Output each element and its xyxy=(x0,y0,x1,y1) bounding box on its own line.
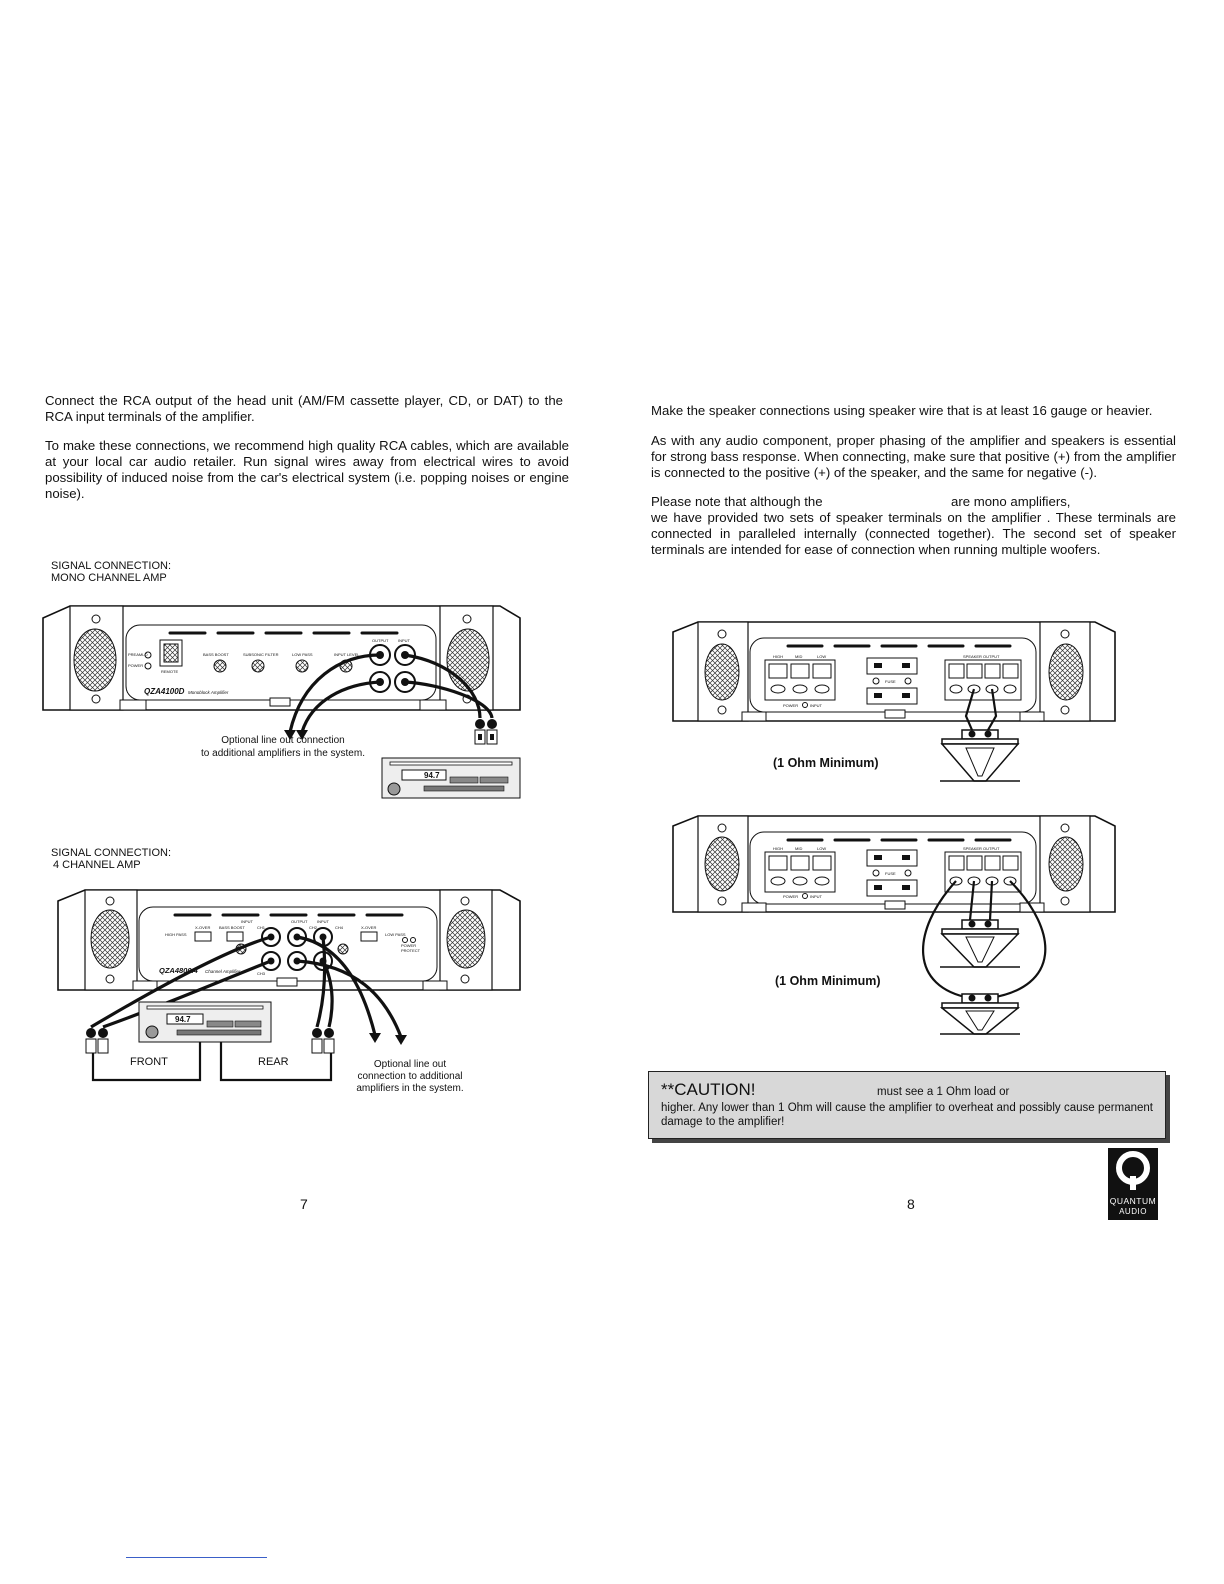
fig1-note-line2: to additional amplifiers in the system. xyxy=(201,748,365,759)
amplifier-chassis xyxy=(672,815,1116,913)
label-protect: PROTECT xyxy=(401,948,421,953)
label-bass-boost: BASS BOOST xyxy=(203,652,229,657)
four-channel-amp-signal-diagram: INPUT OUTPUT INPUT X-OVER BASS BOOST X-O… xyxy=(57,889,521,1082)
rca-cables xyxy=(288,653,494,733)
label-input: INPUT xyxy=(398,638,411,643)
rca-plugs xyxy=(85,1028,335,1054)
speaker-paragraph-3-rest: we have provided two sets of speaker ter… xyxy=(651,510,1176,557)
fig2-title-line2: 4 CHANNEL AMP xyxy=(53,859,141,871)
amplifier-chassis xyxy=(672,621,1116,722)
caution-box: **CAUTION! must see a 1 Ohm load or high… xyxy=(648,1071,1166,1139)
head-unit: 94.7 xyxy=(381,757,521,799)
front-label: FRONT xyxy=(130,1056,168,1068)
fig1-title-line1: SIGNAL CONNECTION: xyxy=(51,560,171,572)
subwoofer-upper xyxy=(940,919,1020,968)
label-input-left: INPUT xyxy=(241,919,254,924)
fig2-note-line1: Optional line out xyxy=(373,1059,447,1070)
label-speaker-output: SPEAKER OUTPUT xyxy=(963,846,1000,851)
label-remote: REMOTE xyxy=(161,669,178,674)
page-number-right: 8 xyxy=(907,1196,915,1212)
label-high: HIGH xyxy=(773,846,783,851)
label-bass-boost: BASS BOOST xyxy=(219,925,245,930)
amplifier-chassis xyxy=(42,605,521,711)
label-output: OUTPUT xyxy=(291,919,308,924)
fig1-note-line1: Optional line out connection xyxy=(221,735,345,746)
label-ch1: CH1 xyxy=(257,925,266,930)
label-subsonic-filter: SUBSONIC FILTER xyxy=(243,652,279,657)
amplifier-chassis xyxy=(57,889,521,991)
label-output: OUTPUT xyxy=(372,638,389,643)
label-preamlo: PREAMLO xyxy=(128,652,148,657)
label-xover-right: X-OVER xyxy=(361,925,376,930)
rca-plugs xyxy=(474,719,498,745)
speaker-paragraph-3b: are mono amplifiers, xyxy=(951,494,1071,509)
caution-line2: higher. Any lower than 1 Ohm will cause … xyxy=(661,1102,1153,1128)
label-input-level: INPUT LEVEL xyxy=(334,652,360,657)
label-fuse: FUSE xyxy=(885,871,896,876)
label-mid: MID xyxy=(795,846,802,851)
label-low: LOW xyxy=(817,846,826,851)
label-high: HIGH xyxy=(773,654,783,659)
label-ch4: CH4 xyxy=(335,925,344,930)
label-input: INPUT xyxy=(810,894,823,899)
logo-text-line2: AUDIO xyxy=(1119,1207,1147,1216)
head-unit-display: 94.7 xyxy=(424,771,440,780)
label-low: LOW xyxy=(817,654,826,659)
model-name: QZA4800.4 xyxy=(159,966,199,975)
label-high-pass: HIGH PASS xyxy=(165,932,187,937)
caution-heading: **CAUTION! xyxy=(661,1080,756,1099)
label-input: INPUT xyxy=(810,703,823,708)
fig2-note-line2: connection to additional xyxy=(357,1071,463,1082)
subwoofer xyxy=(940,729,1020,782)
speaker-paragraph-3a: Please note that although the xyxy=(651,494,823,509)
model-name: QZA4100D xyxy=(144,687,185,696)
rca-cables xyxy=(90,935,403,1038)
label-ch2: CH2 xyxy=(309,925,318,930)
speaker-wires xyxy=(964,688,998,731)
label-power: POWER xyxy=(401,943,416,948)
subwoofer-lower xyxy=(939,993,1021,1035)
page-number-left: 7 xyxy=(300,1196,308,1212)
label-speaker-output: SPEAKER OUTPUT xyxy=(963,654,1000,659)
dual-woofer-speaker-diagram: HIGH MID LOW FUSE SPEAKER OUTPUT POWER I… xyxy=(672,815,1116,1035)
model-subtitle: Channel Amplifier xyxy=(205,969,241,974)
label-xover-left: X-OVER xyxy=(195,925,210,930)
footer-link-underline xyxy=(126,1557,267,1558)
mono-amp-signal-diagram: PREAMLO POWER REMOTE BASS BOOST SUBSONIC… xyxy=(42,605,521,799)
fig1-title-line2: MONO CHANNEL AMP xyxy=(51,572,167,584)
head-unit-display: 94.7 xyxy=(175,1015,191,1024)
label-mid: MID xyxy=(795,654,802,659)
quantum-audio-logo: QUANTUM AUDIO xyxy=(1108,1148,1158,1220)
single-woofer-speaker-diagram: HIGH MID LOW FUSE SPEAKER OUTPUT POWER I… xyxy=(672,621,1116,782)
label-fuse: FUSE xyxy=(885,679,896,684)
label-input-right: INPUT xyxy=(317,919,330,924)
label-power: POWER xyxy=(128,663,143,668)
fig4-caption: (1 Ohm Minimum) xyxy=(775,974,881,988)
intro-paragraph-2: To make these connections, we recommend … xyxy=(45,438,569,501)
head-unit: 94.7 xyxy=(138,1001,272,1043)
fig2-note-line3: amplifiers in the system. xyxy=(356,1083,464,1094)
rear-label: REAR xyxy=(258,1056,289,1068)
fig3-caption: (1 Ohm Minimum) xyxy=(773,756,879,770)
fig2-title-line1: SIGNAL CONNECTION: xyxy=(51,847,171,859)
speaker-paragraph-2: As with any audio component, proper phas… xyxy=(651,433,1176,480)
label-power: POWER xyxy=(783,703,798,708)
logo-text-line1: QUANTUM xyxy=(1109,1196,1157,1206)
label-power: POWER xyxy=(783,894,798,899)
speaker-paragraph-1: Make the speaker connections using speak… xyxy=(651,403,1153,418)
intro-paragraph-1: Connect the RCA output of the head unit … xyxy=(45,393,563,424)
model-subtitle: Monoblock Amplifier xyxy=(188,690,229,695)
label-low-pass: LOW PASS xyxy=(385,932,406,937)
speaker-wires xyxy=(922,880,1047,1000)
logo-q-icon xyxy=(1116,1151,1150,1190)
label-ch3: CH3 xyxy=(257,971,266,976)
label-low-pass: LOW PASS xyxy=(292,652,313,657)
front-rear-wiring xyxy=(91,1042,333,1082)
caution-line1: must see a 1 Ohm load or xyxy=(877,1086,1010,1098)
